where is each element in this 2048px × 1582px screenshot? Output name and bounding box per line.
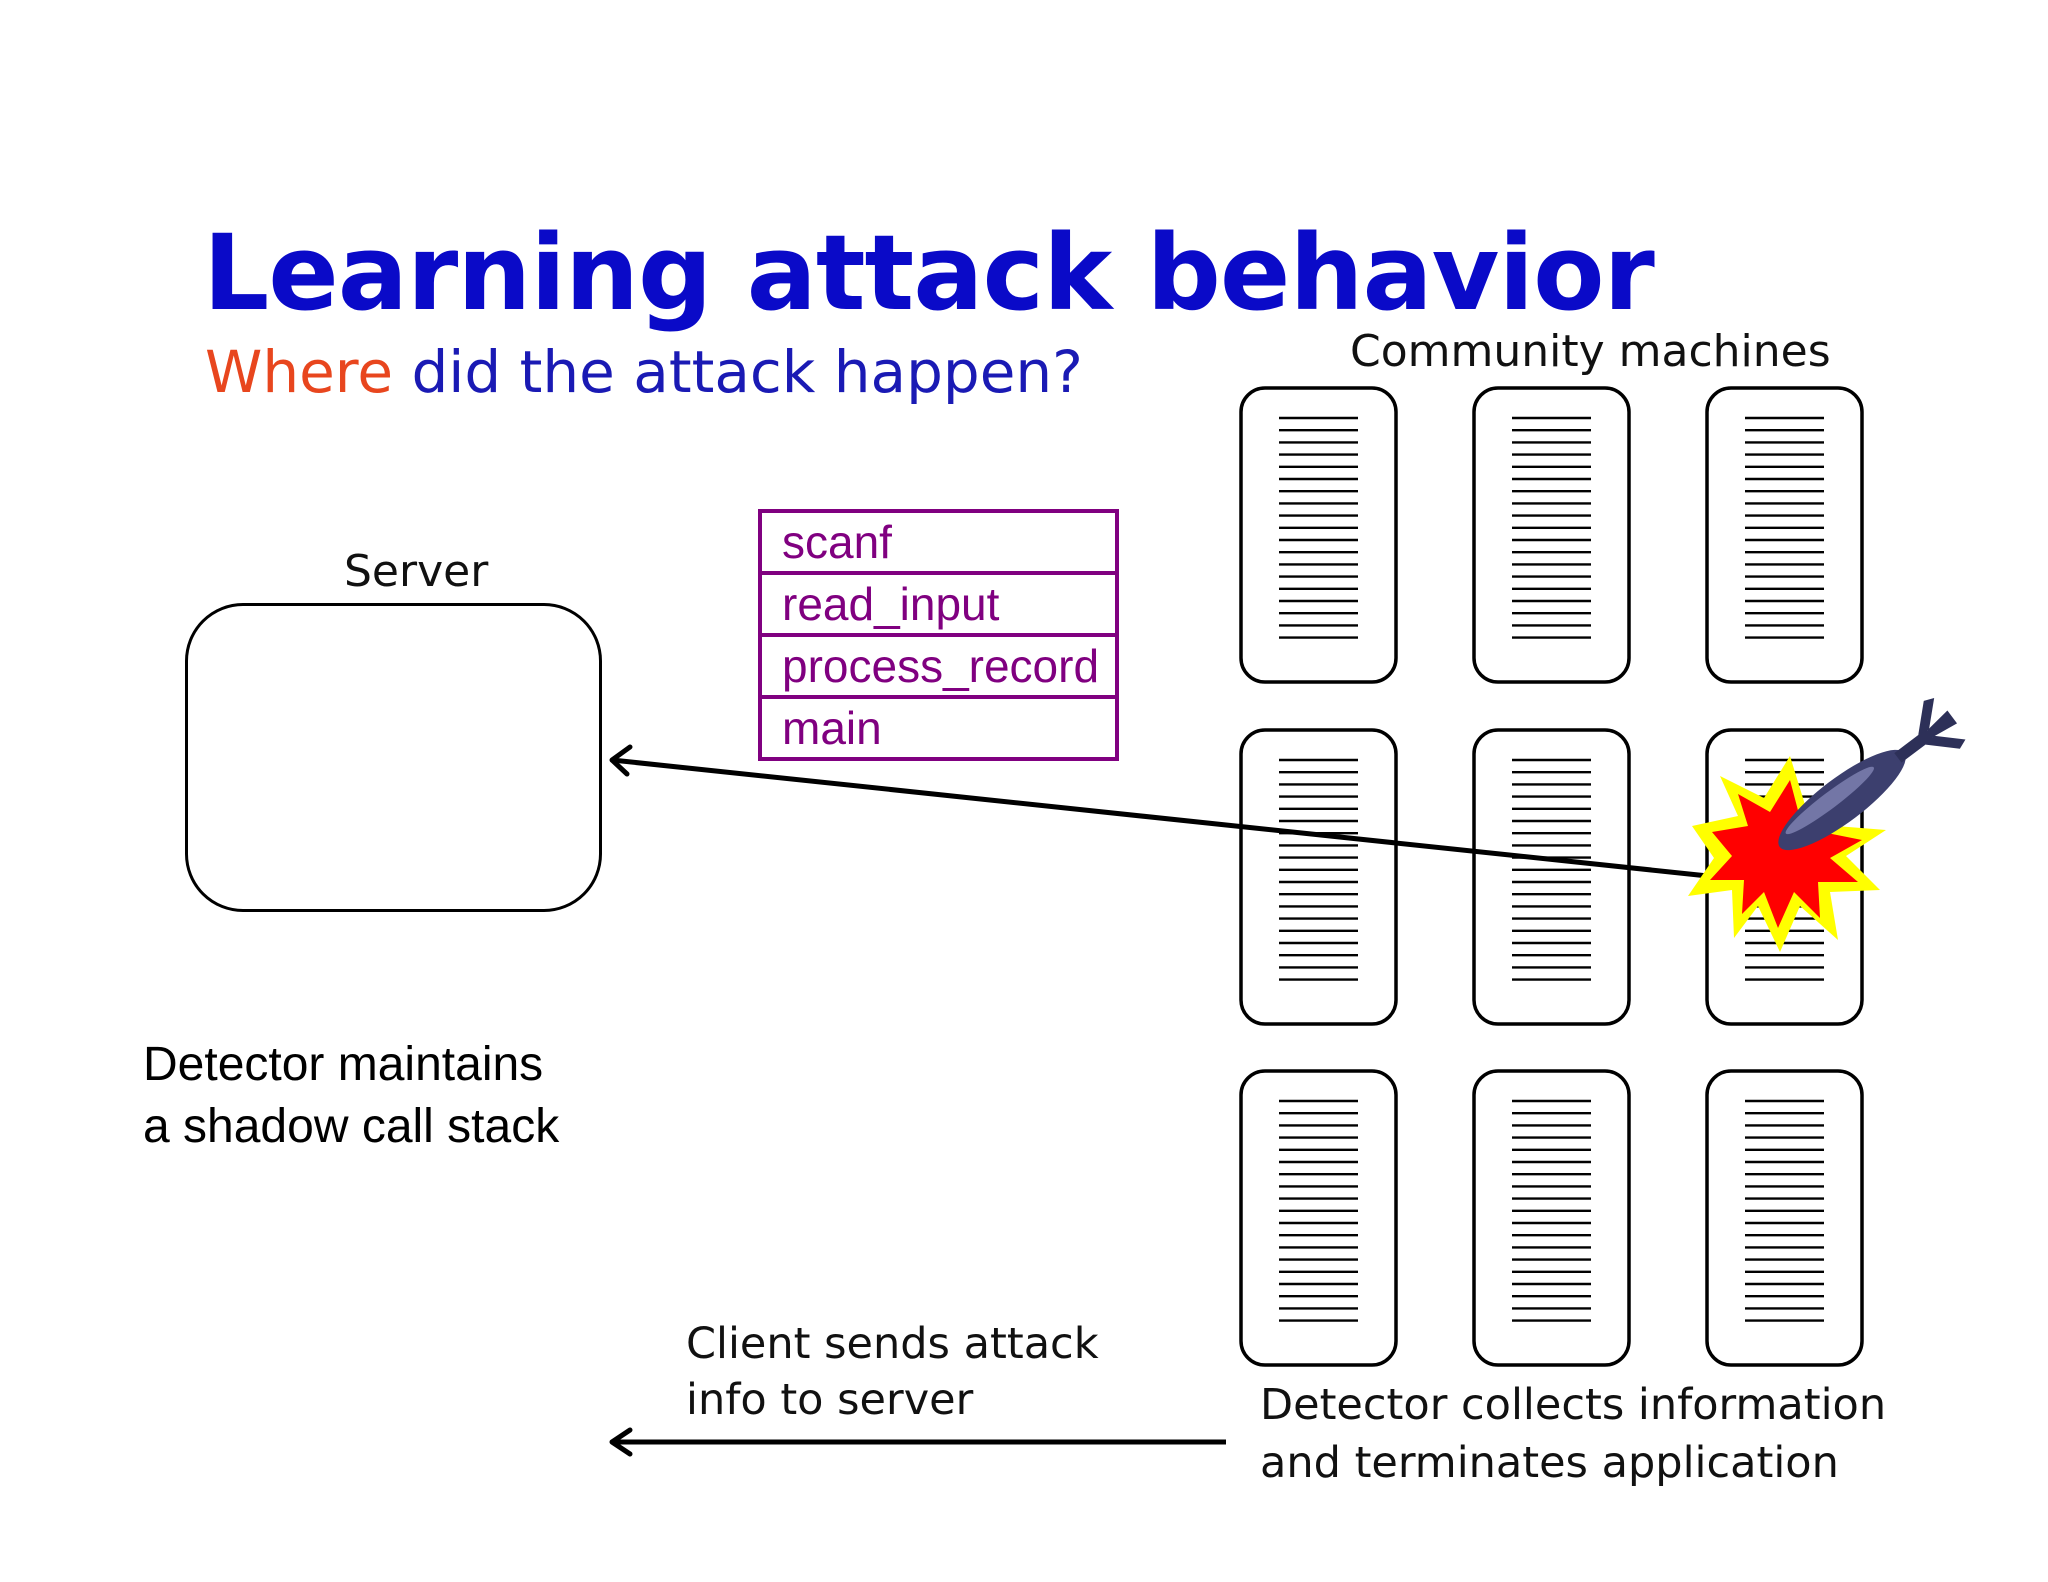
machine-case bbox=[1705, 386, 1864, 684]
community-machine-6 bbox=[1705, 728, 1864, 1026]
client-sends-line2: info to server bbox=[686, 1375, 974, 1425]
machine-case bbox=[1239, 1069, 1398, 1367]
detector-maintains-line1: Detector maintains bbox=[143, 1038, 544, 1091]
community-machine-8 bbox=[1472, 1069, 1631, 1367]
subtitle-highlight: Where bbox=[205, 338, 394, 406]
slide-title: Learning attack behavior bbox=[203, 212, 1655, 334]
missile-icon bbox=[1778, 697, 1966, 851]
server-rack-icon bbox=[1279, 416, 1358, 639]
community-machine-2 bbox=[1472, 386, 1631, 684]
client-to-server-arrowhead bbox=[609, 1427, 633, 1457]
detector-maintains-text: Detector maintains a shadow call stack bbox=[143, 1034, 559, 1158]
stack-frame-main: main bbox=[782, 702, 882, 754]
attack-info-arrow-line bbox=[611, 757, 1709, 879]
explosion-icon bbox=[1688, 756, 1886, 952]
server-rack-icon bbox=[1279, 758, 1358, 981]
attack-info-arrow bbox=[609, 744, 1709, 879]
server-rack-icon bbox=[1745, 758, 1824, 981]
server-rack-icon bbox=[1512, 1099, 1591, 1322]
attack-info-arrowhead bbox=[609, 744, 633, 777]
machine-case bbox=[1239, 386, 1398, 684]
server-box bbox=[185, 603, 602, 912]
stack-frame-process-record: process_record bbox=[762, 637, 1115, 699]
detector-collects-line1: Detector collects information bbox=[1260, 1380, 1887, 1430]
server-rack-icon bbox=[1512, 416, 1591, 639]
detector-collects-text: Detector collects information and termin… bbox=[1260, 1376, 1886, 1492]
server-rack-icon bbox=[1745, 416, 1824, 639]
server-rack-icon bbox=[1745, 1099, 1824, 1322]
client-to-server-arrow bbox=[609, 1427, 1226, 1457]
machine-case bbox=[1472, 386, 1631, 684]
stack-frame-read-input: read_input bbox=[762, 575, 1115, 637]
detector-collects-line2: and terminates application bbox=[1260, 1438, 1839, 1488]
community-machine-7 bbox=[1239, 1069, 1398, 1367]
server-rack-icon bbox=[1279, 1099, 1358, 1322]
server-label: Server bbox=[344, 546, 489, 597]
shadow-call-stack: scanf read_input process_record main bbox=[758, 509, 1119, 761]
community-machine-3 bbox=[1705, 386, 1864, 684]
machine-case bbox=[1239, 728, 1398, 1026]
machine-case bbox=[1472, 1069, 1631, 1367]
server-rack-icon bbox=[1512, 758, 1591, 981]
community-machines-label: Community machines bbox=[1350, 326, 1831, 377]
community-machines-grid bbox=[1239, 386, 1864, 1367]
machine-case bbox=[1705, 728, 1864, 1026]
community-machine-5 bbox=[1472, 728, 1631, 1026]
client-sends-text: Client sends attack info to server bbox=[686, 1316, 1099, 1428]
machine-case bbox=[1472, 728, 1631, 1026]
machine-case bbox=[1705, 1069, 1864, 1367]
detector-maintains-line2: a shadow call stack bbox=[143, 1100, 560, 1153]
subtitle-rest: did the attack happen? bbox=[393, 338, 1083, 406]
client-sends-line1: Client sends attack bbox=[686, 1319, 1099, 1369]
community-machine-4 bbox=[1239, 728, 1398, 1026]
slide-subtitle: Where did the attack happen? bbox=[205, 336, 1083, 408]
stack-frame-scanf: scanf bbox=[762, 513, 1115, 575]
community-machine-1 bbox=[1239, 386, 1398, 684]
community-machine-9 bbox=[1705, 1069, 1864, 1367]
